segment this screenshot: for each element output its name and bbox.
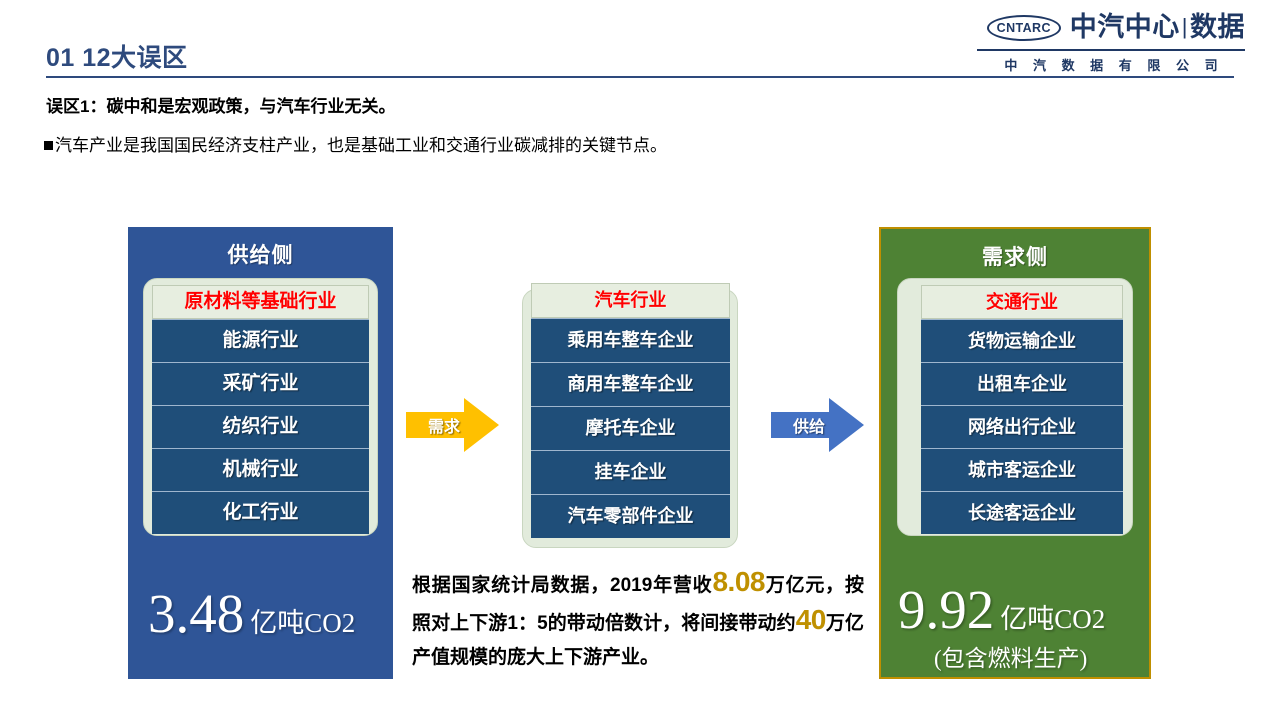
supply-arrow-label: 供给	[792, 419, 825, 436]
note-segment-2: 万亿元，按照对上下游1：5的带动倍数计，将间接带动约	[412, 575, 864, 634]
value-chain-note: 根据国家统计局数据，2019年营收8.08万亿元，按照对上下游1：5的带动倍数计…	[412, 565, 864, 675]
demand-stat-unit: 亿吨CO2	[1000, 604, 1106, 634]
arrow-right-shape-icon	[406, 398, 499, 452]
list-item[interactable]: 化工行业	[152, 491, 369, 534]
list-item[interactable]: 货物运输企业	[921, 319, 1123, 362]
logo-company-line: 中 汽 数 据 有 限 公 司	[1004, 58, 1224, 73]
logo-name-primary: 中汽中心	[1069, 12, 1180, 42]
supply-side-header: 供给侧	[227, 244, 294, 267]
square-bullet-icon	[44, 141, 53, 150]
logo-separator: |	[1181, 14, 1188, 39]
supply-list-header: 原材料等基础行业	[152, 285, 369, 319]
logo-primary-row: CNTARC 中汽中心|数据	[977, 10, 1245, 46]
list-item[interactable]: 能源行业	[152, 319, 369, 362]
list-item[interactable]: 纺织行业	[152, 405, 369, 448]
note-segment-1: 根据国家统计局数据，2019年营收	[412, 575, 713, 596]
auto-list-header: 汽车行业	[531, 283, 730, 318]
list-item[interactable]: 商用车整车企业	[531, 362, 730, 406]
list-item[interactable]: 城市客运企业	[921, 448, 1123, 491]
list-item[interactable]: 乘用车整车企业	[531, 318, 730, 362]
supply-industry-list: 原材料等基础行业 能源行业 采矿行业 纺织行业 机械行业 化工行业	[152, 285, 369, 534]
list-item[interactable]: 挂车企业	[531, 450, 730, 494]
note-highlight-output: 40	[795, 604, 827, 635]
company-logo: CNTARC 中汽中心|数据 中 汽 数 据 有 限 公 司	[977, 10, 1245, 74]
demand-stat-note: (包含燃料生产)	[933, 646, 1088, 671]
supply-flow-arrow: 供给	[771, 396, 865, 454]
demand-flow-arrow: 需求	[406, 396, 500, 454]
demand-side-header: 需求侧	[982, 246, 1048, 269]
list-item[interactable]: 长途客运企业	[921, 491, 1123, 534]
demand-industry-list: 交通行业 货物运输企业 出租车企业 网络出行企业 城市客运企业 长途客运企业	[921, 285, 1123, 534]
logo-name-secondary: 数据	[1190, 12, 1245, 42]
bullet-text: 汽车产业是我国国民经济支柱产业，也是基础工业和交通行业碳减排的关键节点。	[55, 136, 667, 155]
supply-stat-unit: 亿吨CO2	[250, 608, 356, 638]
demand-list-header: 交通行业	[921, 285, 1123, 319]
section-subtitle: 误区1：碳中和是宏观政策，与汽车行业无关。	[46, 97, 396, 116]
demand-stat-value: 9.92	[898, 579, 995, 640]
list-item[interactable]: 采矿行业	[152, 362, 369, 405]
logo-brand-text: 中汽中心|数据	[1070, 12, 1245, 44]
list-item[interactable]: 出租车企业	[921, 362, 1123, 405]
demand-arrow-label: 需求	[427, 419, 460, 436]
note-highlight-revenue: 8.08	[712, 566, 765, 597]
page-title: 01 12大误区	[46, 44, 188, 72]
logo-divider	[977, 49, 1245, 51]
auto-industry-list: 汽车行业 乘用车整车企业 商用车整车企业 摩托车企业 挂车企业 汽车零部件企业	[531, 283, 730, 538]
cntarc-mark-icon: CNTARC	[986, 15, 1061, 41]
note-segment-3: 万亿产值规模的庞大上下游产业。	[412, 613, 864, 668]
title-divider	[46, 76, 1234, 78]
list-item[interactable]: 网络出行企业	[921, 405, 1123, 448]
bullet-paragraph: 汽车产业是我国国民经济支柱产业，也是基础工业和交通行业碳减排的关键节点。	[44, 131, 667, 156]
supply-stat-value: 3.48	[148, 583, 245, 644]
list-item[interactable]: 摩托车企业	[531, 406, 730, 450]
list-item[interactable]: 机械行业	[152, 448, 369, 491]
list-item[interactable]: 汽车零部件企业	[531, 494, 730, 538]
arrow-right-shape-icon	[771, 398, 864, 452]
